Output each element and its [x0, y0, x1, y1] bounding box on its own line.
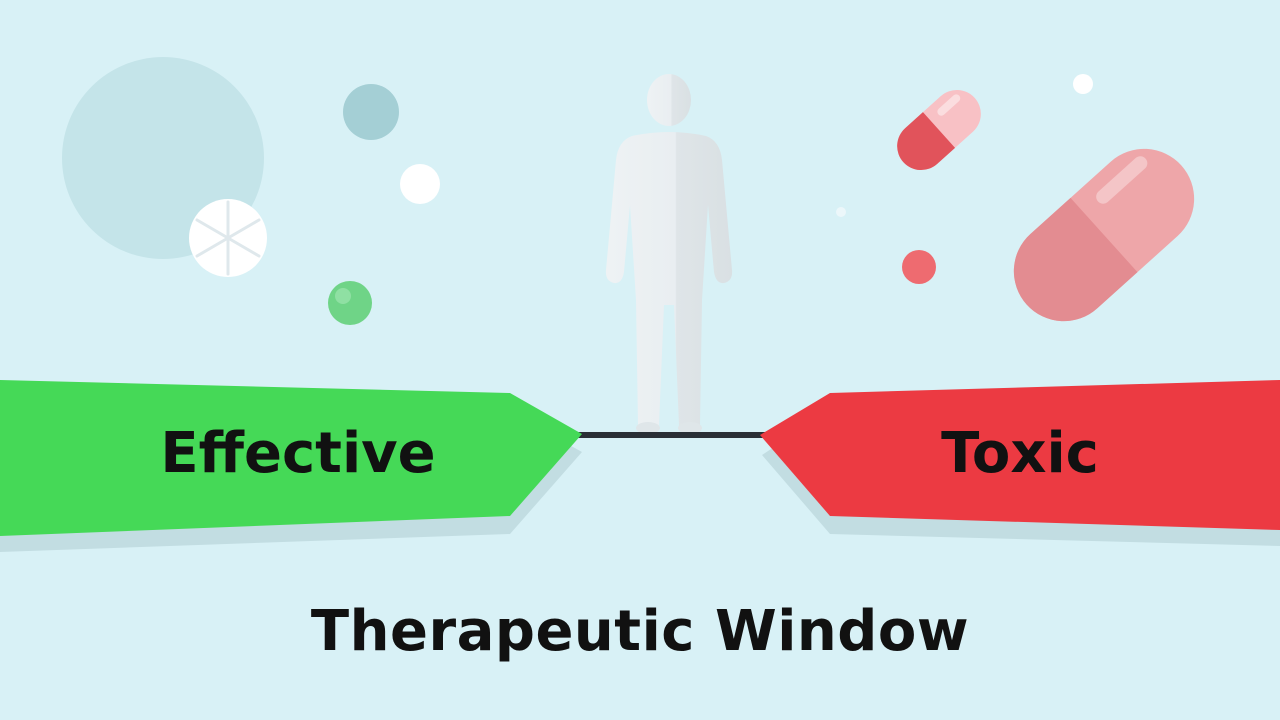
toxic-zone-label: Toxic	[941, 421, 1099, 486]
red-dot	[902, 250, 936, 284]
effective-zone-label: Effective	[160, 421, 436, 486]
effective-arrow	[0, 380, 582, 536]
toxic-arrow	[760, 380, 1280, 530]
human-figure-icon	[605, 74, 733, 434]
teal-bubble	[343, 84, 399, 140]
capsule-icon	[1013, 148, 1195, 322]
green-bubble-highlight	[335, 288, 351, 304]
tiny-dot	[836, 207, 846, 217]
small-capsule-icon	[897, 89, 981, 171]
diagram-caption: Therapeutic Window	[310, 599, 970, 664]
white-bubble	[400, 164, 440, 204]
green-bubble	[328, 281, 372, 325]
tiny-white-dot	[1073, 74, 1093, 94]
pill-tablet-icon	[189, 199, 267, 277]
